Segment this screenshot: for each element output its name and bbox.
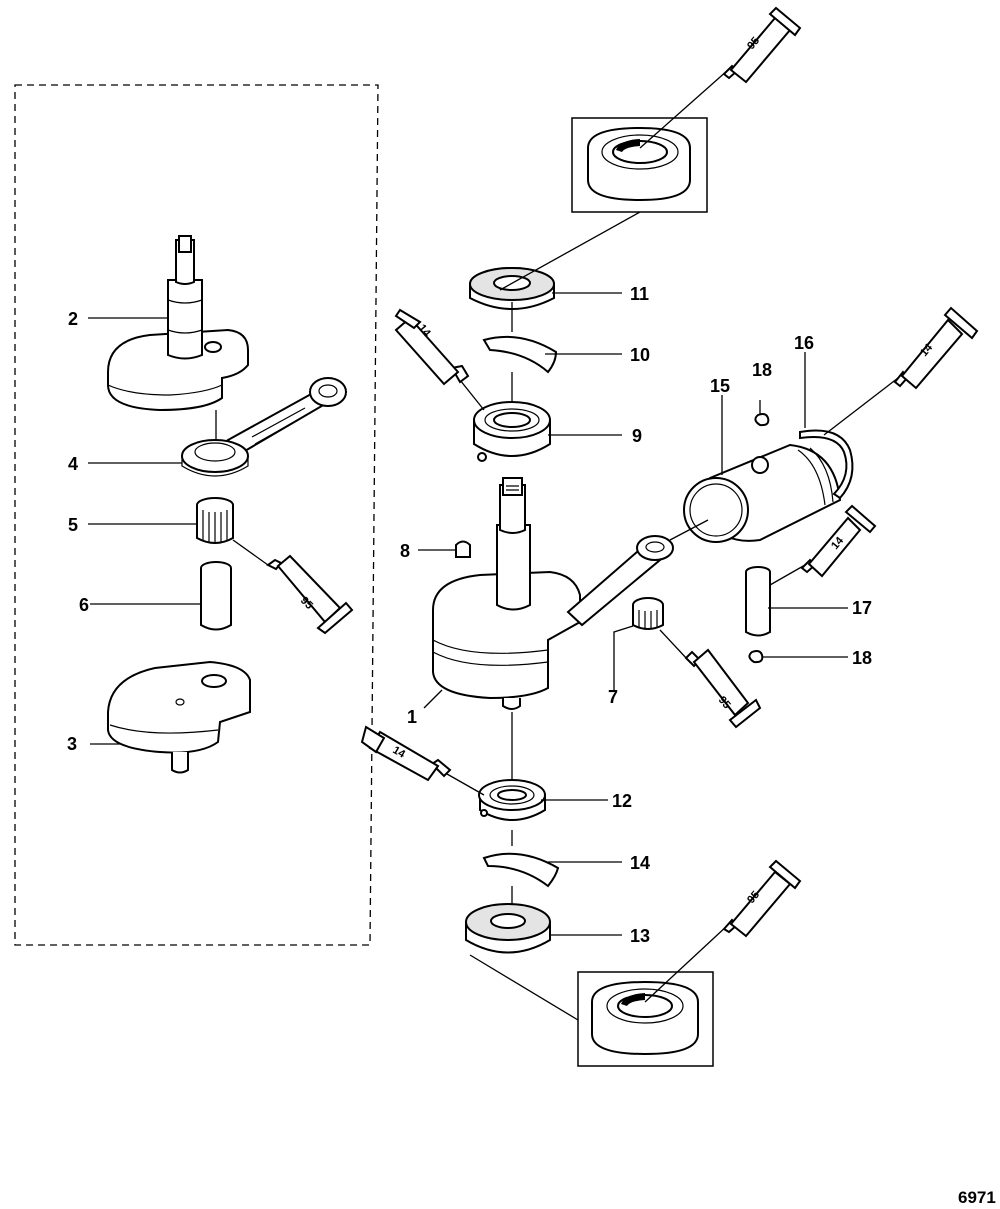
part-14-retaining-ring (482, 852, 560, 888)
part-17-wrist-pin (745, 566, 771, 637)
part-2-upper-crank-half (107, 235, 249, 412)
part-13-seal (465, 903, 551, 954)
part-15-piston (683, 443, 842, 543)
callout-6: 6 (79, 595, 89, 615)
callout-1: 1 (407, 707, 417, 727)
figure-number: 6971 (958, 1188, 996, 1207)
callout-8: 8 (400, 541, 410, 561)
assembly-axis-lines (215, 211, 709, 1021)
part-18-lock-ring-lower (748, 650, 764, 664)
callout-16: 16 (794, 333, 814, 353)
part-16-piston-ring (799, 429, 854, 500)
subassembly-dashed-box (14, 84, 379, 946)
callout-5: 5 (68, 515, 78, 535)
lubricant-tube-14-part12: 14 (360, 725, 485, 796)
seal-detail-inset-top (571, 117, 708, 213)
part-1-crankshaft (432, 477, 674, 710)
lubricant-tube-14-part9: 14 (394, 308, 485, 411)
callout-15: 15 (710, 376, 730, 396)
callout-14: 14 (630, 853, 650, 873)
part-6-crank-pin (200, 561, 232, 631)
part-7-needle-bearing (632, 597, 664, 630)
callout-9: 9 (632, 426, 642, 446)
callout-12: 12 (612, 791, 632, 811)
callout-3: 3 (67, 734, 77, 754)
lubricant-tube-95-bottom: 95 (644, 859, 802, 1003)
callout-17: 17 (852, 598, 872, 618)
part-9-ball-bearing (473, 401, 551, 462)
lubricant-tube-95-part7: 95 (659, 629, 762, 729)
lubricant-tube-14-part16: 14 (823, 306, 979, 436)
callout-2: 2 (68, 309, 78, 329)
seal-detail-inset-bottom (577, 971, 714, 1067)
callout-7: 7 (608, 687, 618, 707)
part-12-ball-bearing (478, 779, 546, 821)
callout-18-lower: 18 (852, 648, 872, 668)
callout-4: 4 (68, 454, 78, 474)
callout-13: 13 (630, 926, 650, 946)
callout-18-upper: 18 (752, 360, 772, 380)
part-8-woodruff-key (455, 540, 471, 558)
part-4-connecting-rod (181, 377, 347, 477)
part-3-lower-crank-half (107, 660, 251, 774)
part-5-needle-bearing (196, 497, 234, 544)
part-18-lock-ring-upper (754, 413, 770, 427)
callouts: 2 3 4 5 6 1 7 8 9 10 11 12 13 14 15 16 1… (67, 284, 872, 946)
lubricant-tube-95-left: 95 (232, 539, 354, 635)
callout-11: 11 (630, 284, 649, 304)
lubricant-tube-14-part17: 14 (769, 504, 877, 586)
callout-10: 10 (630, 345, 650, 365)
callout-leader-lines (88, 292, 848, 936)
part-10-retaining-ring (482, 335, 558, 374)
lubricant-tube-95-top: 95 (639, 6, 802, 149)
